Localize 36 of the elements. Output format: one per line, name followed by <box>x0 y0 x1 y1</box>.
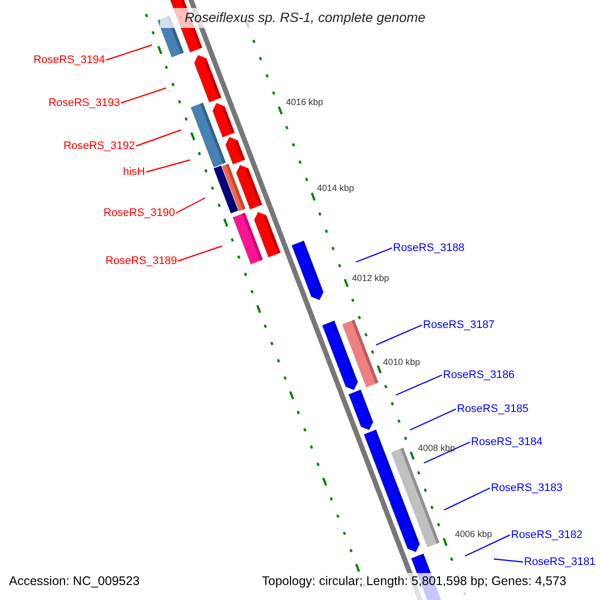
leader-line <box>178 245 222 262</box>
leader-line <box>494 558 524 563</box>
leader-line <box>410 408 456 431</box>
leader-line <box>136 129 182 147</box>
gene-label: RoseRS_3189 <box>105 254 177 268</box>
leader-line <box>356 247 392 263</box>
leader-line <box>464 534 510 557</box>
tick-label: 4016 kbp <box>286 97 324 107</box>
tick-label: 4012 kbp <box>352 273 390 283</box>
leader-line <box>444 487 490 511</box>
leader-line <box>376 324 422 346</box>
footer-text: Topology: circular; Length: 5,801,598 bp; Genes: 4,573 <box>262 574 566 588</box>
gene-label: RoseRS_3192 <box>63 140 135 152</box>
gene-label: RoseRS_3181 <box>524 556 596 568</box>
tick-label: 4010 kbp <box>383 357 420 367</box>
leader-line <box>176 197 206 214</box>
gene-label: RoseRS_3185 <box>457 402 529 416</box>
gene-label: RoseRS_3182 <box>511 528 583 542</box>
gene-label: RoseRS_3188 <box>393 242 465 254</box>
tick-label: 4006 kbp <box>455 529 492 539</box>
gene-label: RoseRS_3184 <box>471 436 543 448</box>
leader-line <box>396 374 442 396</box>
gene-label: RoseRS_3194 <box>33 54 105 66</box>
gene-label: RoseRS_3183 <box>491 482 563 494</box>
tick-label: 4008 kbp <box>418 443 456 453</box>
leader-line <box>106 44 152 61</box>
gene-label: hisH <box>122 166 145 178</box>
tick-label: 4014 kbp <box>317 183 354 193</box>
gene-label: RoseRS_3190 <box>103 206 175 220</box>
footer-text: Accession: NC_009523 <box>9 574 140 588</box>
leader-line <box>146 159 190 173</box>
gene-label: RoseRS_3193 <box>48 96 120 110</box>
gene-label: RoseRS_3186 <box>443 368 515 382</box>
leader-line <box>120 87 166 104</box>
gene-label: RoseRS_3187 <box>423 318 495 332</box>
leader-line <box>424 441 470 464</box>
